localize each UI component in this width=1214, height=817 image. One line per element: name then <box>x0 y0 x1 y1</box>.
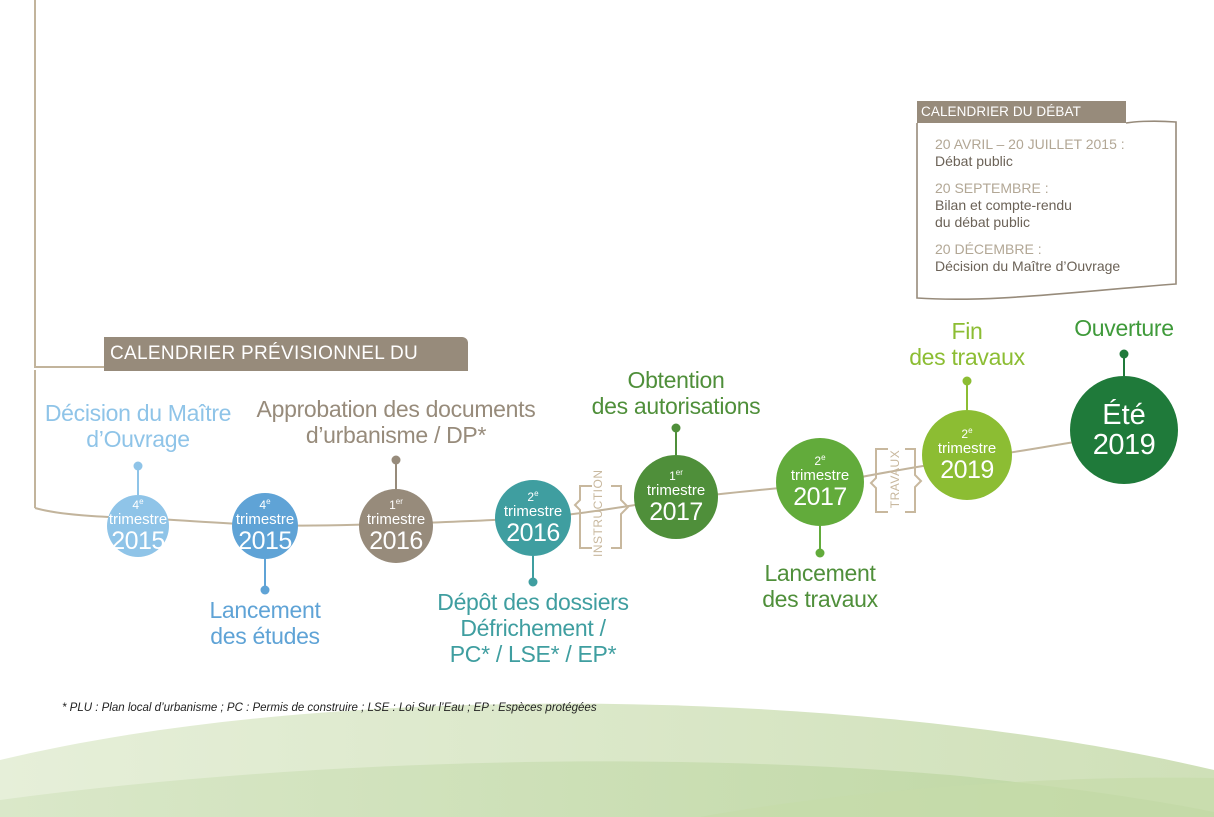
debat-text: Bilan et compte-rendu <box>935 197 1072 213</box>
milestone-year: 2015 <box>111 526 165 555</box>
milestone-ordinal-suffix: er <box>675 467 683 477</box>
milestone-label-line: Ouverture <box>1074 315 1174 341</box>
milestone-label-line: Obtention <box>627 367 725 393</box>
debat-text: Débat public <box>935 153 1013 169</box>
milestone-label-line: Décision du Maître <box>44 400 232 426</box>
milestone-year: 2019 <box>1092 429 1156 461</box>
milestone-ordinal-suffix: e <box>821 452 826 462</box>
milestone-year: 2019 <box>940 455 994 484</box>
milestone-label-line: d’urbanisme / DP* <box>305 421 487 448</box>
milestone-label-line: Dépôt des dossiers <box>437 589 629 615</box>
milestone-period: trimestre <box>235 510 295 528</box>
milestone-dot <box>671 423 681 433</box>
milestone-label-line: des études <box>210 622 320 649</box>
milestone-ordinal: 4e <box>259 496 271 512</box>
milestone-ordinal: 2e <box>814 452 826 468</box>
instruction-label: INSTRUCTION <box>591 469 605 558</box>
milestone-ordinal-suffix: er <box>395 496 403 506</box>
milestone-ordinal: 1er <box>389 496 403 512</box>
milestone-label-line: des travaux <box>909 343 1025 370</box>
debat-date: 20 AVRIL – 20 JUILLET 2015 : <box>935 136 1125 152</box>
travaux-bracket-right <box>905 448 923 513</box>
milestone-period: trimestre <box>646 481 706 499</box>
debat-calendar-title: CALENDRIER DU DÉBAT PUBLIC <box>917 101 1126 141</box>
milestone-ordinal-suffix: e <box>968 425 973 435</box>
milestone-label-line: Défrichement / <box>460 614 606 641</box>
travaux-label: TRAVAUX <box>888 449 902 509</box>
debat-date: 20 SEPTEMBRE : <box>935 180 1049 196</box>
milestone-ordinal: 2e <box>961 425 973 441</box>
debat-box-outline <box>916 120 1177 301</box>
milestone-dot <box>962 376 972 386</box>
milestone-year: 2017 <box>793 482 847 511</box>
milestone-label-line: Lancement <box>764 560 876 586</box>
milestone-dot <box>391 455 401 465</box>
milestone-dot <box>1119 349 1129 359</box>
milestone-ordinal-suffix: e <box>534 488 539 498</box>
milestone-period: trimestre <box>108 510 168 528</box>
milestone-dot <box>133 461 143 471</box>
milestone-period: trimestre <box>503 502 563 520</box>
milestone-label-line: PC* / LSE* / EP* <box>449 640 617 667</box>
milestone-label: Ouverture <box>1074 315 1174 342</box>
milestone-period: Été <box>1102 399 1146 431</box>
milestone-ordinal-suffix: e <box>266 496 271 506</box>
milestone-ordinal: 4e <box>132 496 144 512</box>
milestone-label-line: Approbation des documents <box>256 396 536 422</box>
milestone-dot <box>260 585 270 595</box>
project-calendar-banner: CALENDRIER PRÉVISIONNEL DU PROJET <box>104 337 468 398</box>
milestone-year: 2016 <box>506 518 560 547</box>
milestone-label-line: Fin <box>951 318 983 344</box>
footnote: * PLU : Plan local d’urbanisme ; PC : Pe… <box>62 702 597 714</box>
milestone-period: trimestre <box>366 510 426 528</box>
frame-line <box>34 0 104 368</box>
milestone-year: 2017 <box>649 497 703 526</box>
milestone-ordinal: 2e <box>527 488 539 504</box>
milestone-year: 2016 <box>369 526 423 555</box>
background-wave <box>700 777 1214 817</box>
milestone-dot <box>815 548 825 558</box>
milestone-period: trimestre <box>790 466 850 484</box>
milestone-label-line: Lancement <box>209 597 321 623</box>
milestone-ordinal: 1er <box>669 467 683 483</box>
milestone-label-line: d’Ouvrage <box>86 425 190 452</box>
debat-text: Décision du Maître d’Ouvrage <box>935 258 1121 274</box>
debat-text: du débat public <box>935 214 1030 230</box>
debat-date: 20 DÉCEMBRE : <box>935 241 1042 257</box>
milestone-ordinal-suffix: e <box>139 496 144 506</box>
milestone-label-line: des autorisations <box>591 392 761 419</box>
milestone-period: trimestre <box>937 439 997 457</box>
instruction-bracket-right <box>611 485 630 549</box>
milestone-year: 2015 <box>238 526 292 555</box>
milestone-label-line: des travaux <box>762 585 878 612</box>
milestone-dot <box>528 577 538 587</box>
travaux-bracket-left <box>869 448 888 513</box>
instruction-bracket-left <box>573 485 592 549</box>
